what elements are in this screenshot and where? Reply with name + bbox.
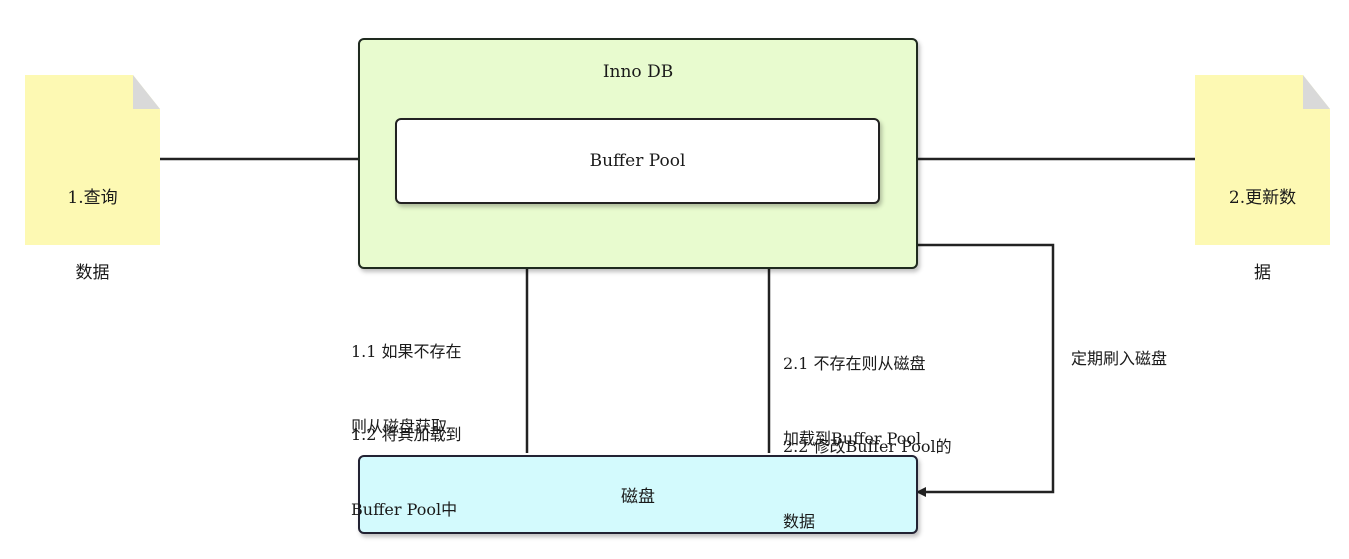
label-2-1-line2: 加载到Buffer Pool (783, 429, 922, 448)
note-query-line2: 数据 (75, 263, 110, 283)
note-update-line1: 2.更新数 (1228, 188, 1297, 208)
label-2-2: 2.2 修改Buffer Pool的 数据 (783, 384, 952, 559)
label-2-1: 2.1 不存在则从磁盘 加载到Buffer Pool (783, 301, 926, 476)
label-1-1-line1: 1.1 如果不存在 (351, 342, 462, 361)
innodb-title: Inno DB (602, 62, 674, 82)
label-1-2: 1.2 将其加载到 Buffer Pool中 (351, 372, 462, 547)
label-1-1: 1.1 如果不存在 则从磁盘获取 (351, 289, 462, 464)
label-flush: 定期刷入磁盘 (1071, 349, 1168, 368)
label-2-1-line1: 2.1 不存在则从磁盘 (783, 354, 926, 373)
disk-label: 磁盘 (621, 487, 655, 507)
buffer-pool-box: Buffer Pool (395, 118, 880, 204)
note-query-line1: 1.查询 (67, 188, 118, 208)
buffer-pool-label: Buffer Pool (589, 151, 686, 171)
note-update-text: 2.更新数 据 (1195, 136, 1330, 311)
label-1-1-line2: 则从磁盘获取 (351, 417, 448, 436)
label-1-2-line2: Buffer Pool中 (351, 500, 458, 519)
note-query-text: 1.查询 数据 (25, 136, 160, 311)
label-1-2-line1: 1.2 将其加载到 (351, 425, 462, 444)
label-2-2-line1: 2.2 修改Buffer Pool的 (783, 437, 952, 456)
label-2-2-line2: 数据 (783, 512, 816, 531)
disk-box: 磁盘 (358, 455, 918, 534)
note-update-line2: 据 (1254, 263, 1271, 283)
